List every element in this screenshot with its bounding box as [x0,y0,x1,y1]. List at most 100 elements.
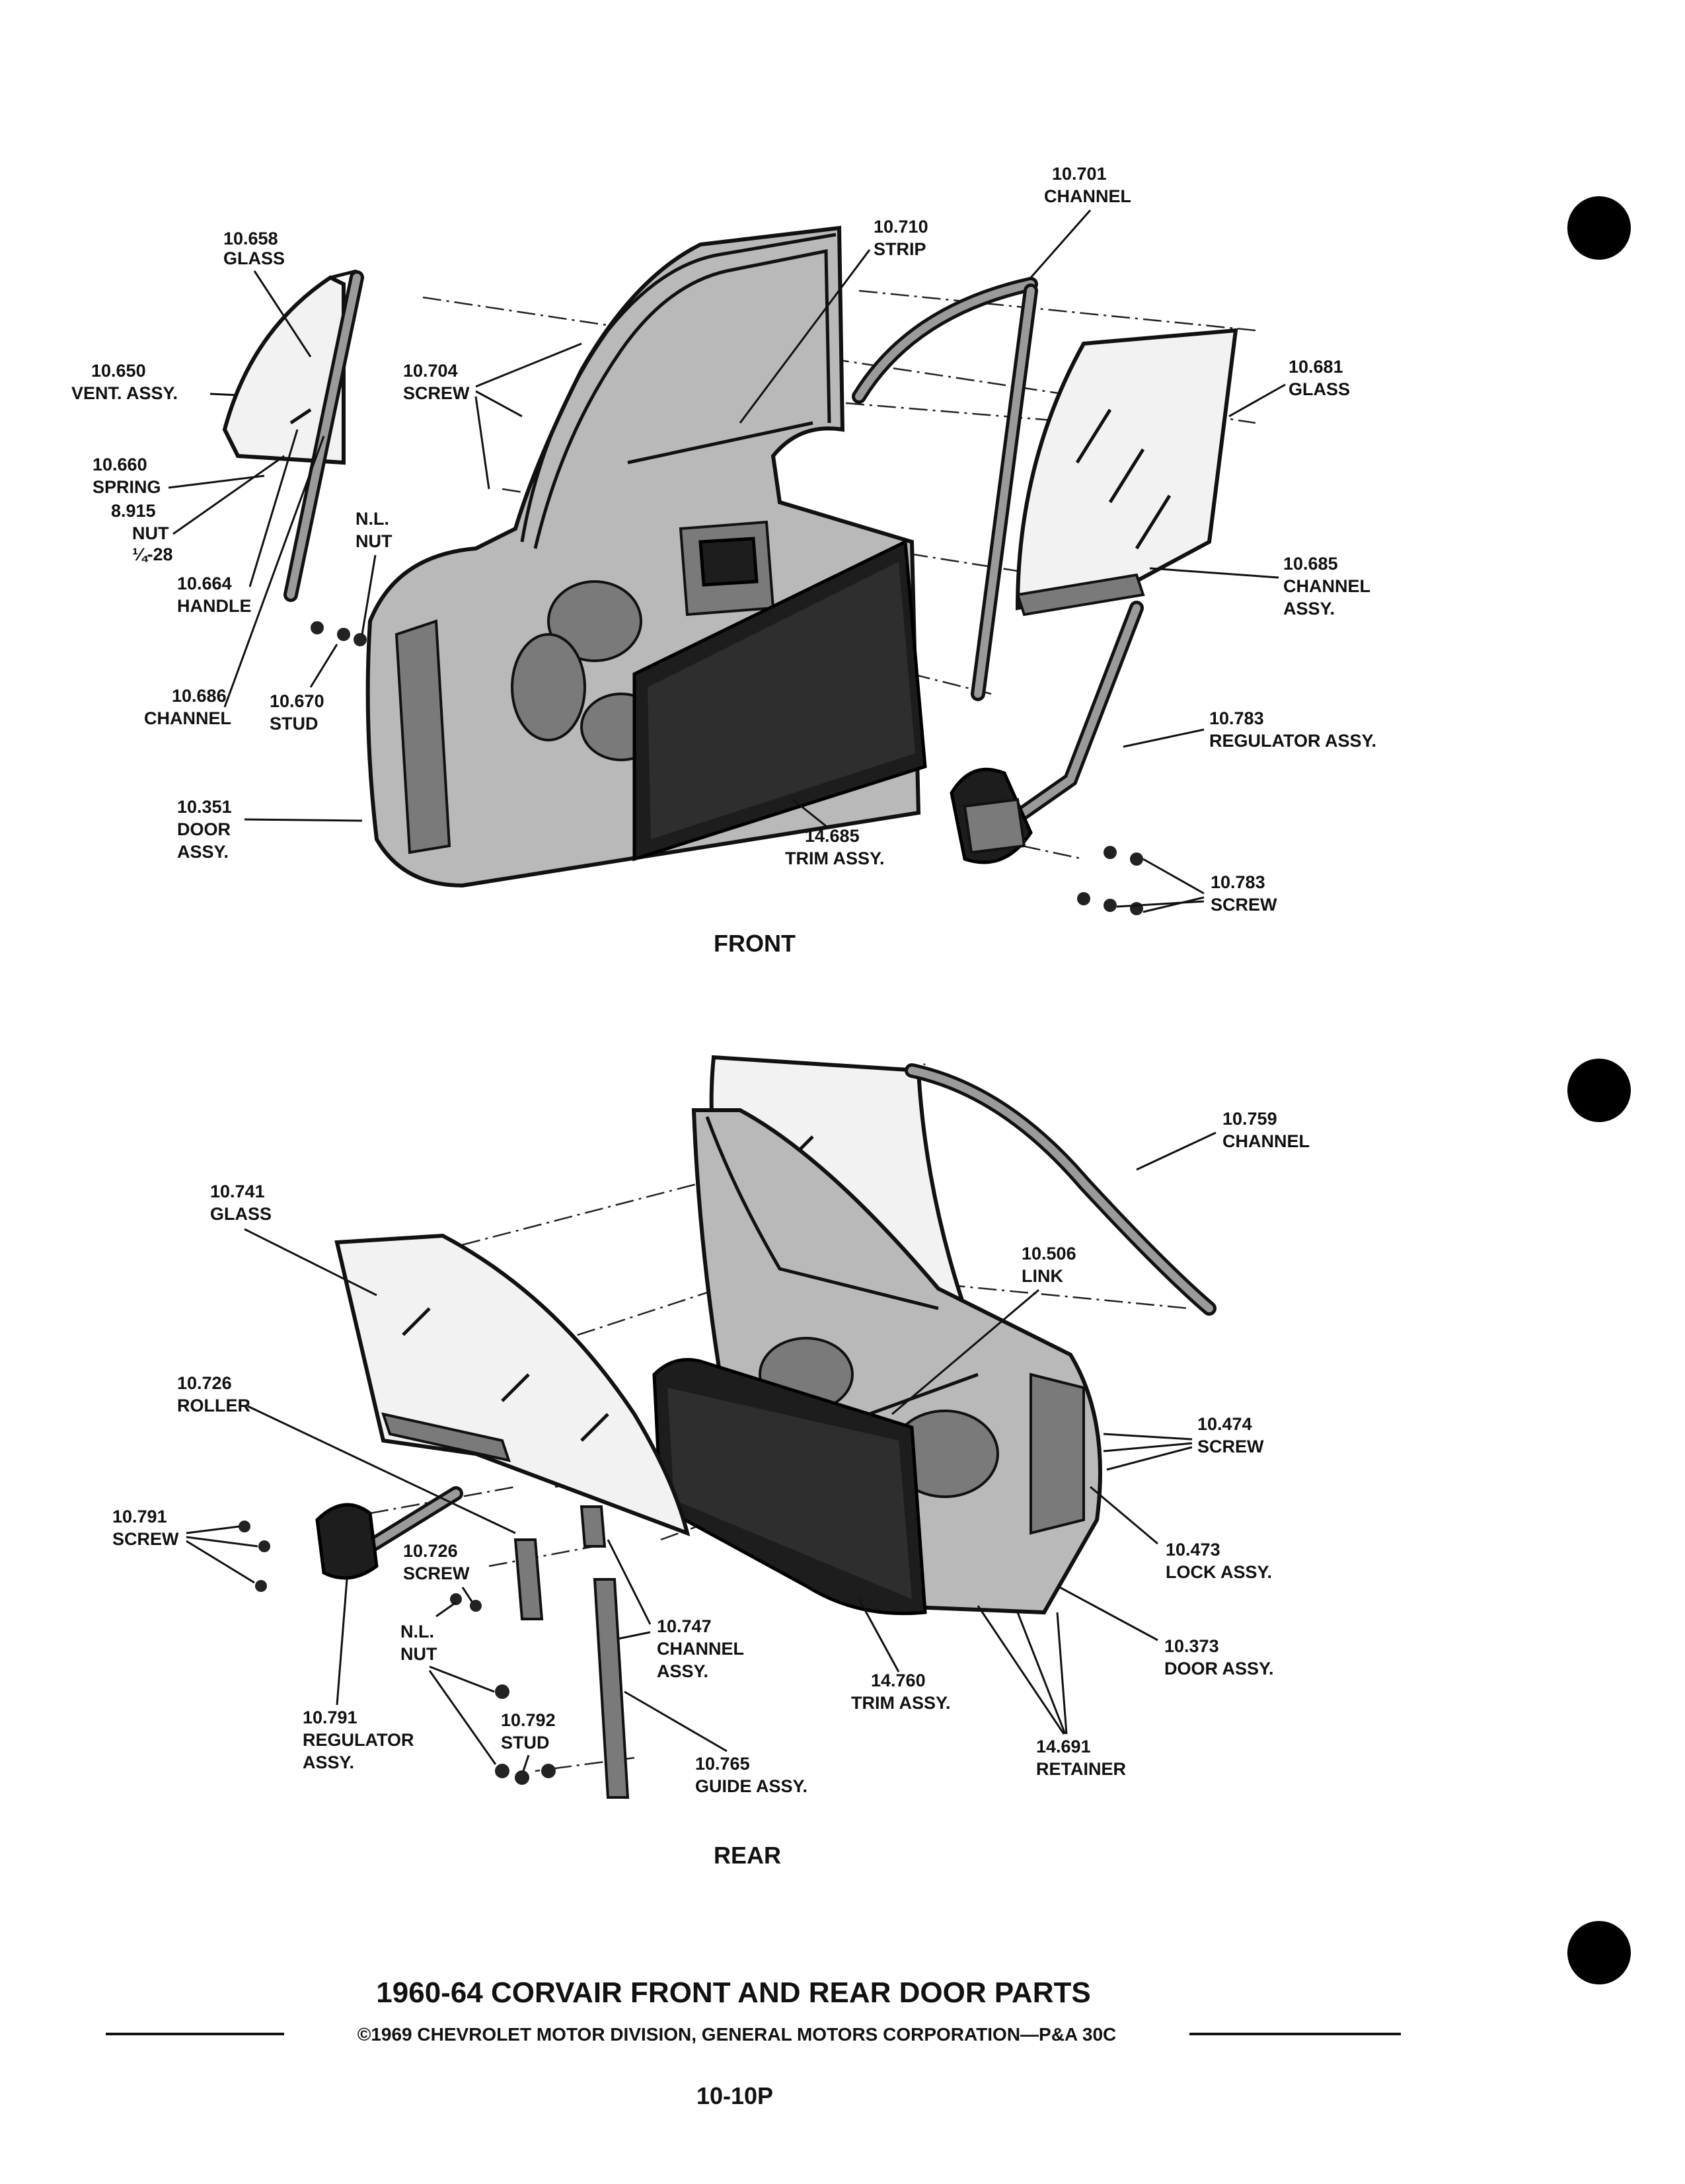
callout-number: 10.685 [1283,554,1338,574]
callout-10-506-link: 10.506 LINK [891,1244,1076,1415]
callout-10-681-glass: 10.681 GLASS [1228,357,1350,418]
callout-part-name: REGULATOR ASSY. [1209,731,1376,751]
callout-part-name: REGULATOR [303,1730,414,1750]
callout-number: 10.506 [1022,1244,1076,1263]
page-title: 1960-64 CORVAIR FRONT AND REAR DOOR PART… [376,1977,1090,2009]
binder-hole-top [1567,196,1631,260]
callout-10-686-channel: 10.686 CHANNEL [144,435,325,728]
callout-10-759-channel: 10.759 CHANNEL [1136,1109,1310,1171]
callout-10-726-roller: 10.726 ROLLER [177,1373,516,1534]
callout-number: 10.474 [1197,1414,1252,1434]
callout-part-extra: ASSY. [303,1752,354,1772]
callout-number: 10.681 [1289,357,1343,377]
copyright-line: ©1969 CHEVROLET MOTOR DIVISION, GENERAL … [357,2024,1117,2045]
callout-number: 10.741 [210,1182,265,1201]
callout-number: 10.792 [501,1710,556,1730]
callout-number: 10.747 [657,1616,712,1636]
callout-10-710-strip: 10.710 STRIP [739,217,928,424]
callout-part-name: DOOR ASSY. [1164,1659,1274,1678]
callout-nl-nut-rear: N.L. NUT [400,1601,497,1765]
callout-number: 10.660 [93,455,147,474]
callout-part-extra: ASSY. [1283,599,1335,619]
callout-part-name: GLASS [223,248,285,268]
callout-part-extra: ASSY. [177,842,229,862]
callout-number: N.L. [356,509,389,529]
callout-number: 14.760 [871,1671,926,1690]
callout-14-685-trim-assy: 14.685 TRIM ASSY. [785,798,885,868]
callout-part-name: SCREW [1211,895,1277,915]
callout-number: 10.670 [270,691,324,711]
callout-nl-nut-front: N.L. NUT [356,509,393,635]
callout-10-726-screw: 10.726 SCREW [403,1541,474,1603]
callout-part-name: SCREW [1197,1437,1264,1456]
callout-10-792-stud: 10.792 STUD [501,1710,556,1772]
rear-glass [334,1233,691,1536]
callout-10-741-glass: 10.741 GLASS [210,1182,377,1297]
front-door-illustration [222,225,1256,915]
callout-part-name: HANDLE [177,596,252,616]
callout-part-name: SCREW [403,383,470,403]
callout-10-650-vent-assy: 10.650 VENT. ASSY. [71,361,239,403]
callout-number: 10.783 [1211,872,1265,892]
callout-part-name: CHANNEL [144,708,231,728]
page-number: 10-10P [696,2082,773,2109]
callout-part-name: NUT [132,523,169,543]
callout-part-name: LINK [1022,1266,1063,1286]
rear-callouts: 10.741 GLASS 10.726 ROLLER 10.791 SCREW … [112,1109,1310,1869]
callout-10-660-spring: 10.660 SPRING [93,455,265,497]
callout-10-791-screw: 10.791 SCREW [112,1507,258,1584]
callout-part-name: GLASS [1289,379,1350,399]
callout-number: 10.759 [1222,1109,1277,1129]
callout-number: 10.701 [1052,164,1107,184]
rear-caption: REAR [714,1842,781,1869]
callout-number: 10.704 [403,361,458,381]
callout-14-691-retainer: 14.691 RETAINER [977,1605,1126,1779]
callout-number: 10.791 [303,1708,357,1727]
callout-10-373-door-assy: 10.373 DOOR ASSY. [1057,1585,1274,1678]
callout-part-name: CHANNEL [657,1639,744,1659]
callout-part-name: TRIM ASSY. [785,848,885,868]
front-callouts: 10.658 GLASS 10.650 VENT. ASSY. 10.660 S… [71,164,1376,957]
callout-number: N.L. [400,1622,434,1641]
callout-10-783-screw: 10.783 SCREW [1116,858,1277,915]
callout-10-704-screw: 10.704 SCREW [403,342,582,490]
callout-number: 10.373 [1164,1636,1219,1656]
callout-part-name: SPRING [93,477,161,497]
binder-hole-middle [1567,1059,1631,1122]
callout-part-name: TRIM ASSY. [851,1693,951,1713]
callout-part-name: GLASS [210,1204,272,1224]
callout-14-760-trim-assy: 14.760 TRIM ASSY. [851,1599,951,1713]
callout-number: 14.685 [805,826,860,846]
callout-10-658-glass: 10.658 GLASS [223,229,312,358]
callout-part-extra: ¼-28 [132,545,173,564]
callout-number: 10.791 [112,1507,167,1526]
callout-number: 10.650 [91,361,146,381]
callout-part-extra: ASSY. [657,1661,708,1681]
callout-part-name: NUT [400,1644,437,1664]
callout-10-685-channel-assy: 10.685 CHANNEL ASSY. [1149,554,1370,619]
callout-10-474-screw: 10.474 SCREW [1103,1414,1264,1471]
callout-10-351-door-assy: 10.351 DOOR ASSY. [177,797,363,862]
callout-part-name: CHANNEL [1283,576,1370,596]
front-caption: FRONT [714,930,796,957]
callout-number: 10.726 [403,1541,458,1561]
page-footer: 1960-64 CORVAIR FRONT AND REAR DOOR PART… [106,1977,1401,2109]
callout-10-747-channel-assy: 10.747 CHANNEL ASSY. [607,1539,744,1681]
callout-part-name: NUT [356,531,393,551]
callout-number: 10.686 [172,686,227,706]
callout-10-791-regulator-assy: 10.791 REGULATOR ASSY. [303,1579,414,1772]
callout-10-783-regulator-assy: 10.783 REGULATOR ASSY. [1123,708,1376,751]
callout-number: 10.664 [177,574,232,593]
callout-part-name: CHANNEL [1222,1131,1310,1151]
callout-part-name: GUIDE ASSY. [695,1776,807,1796]
callout-part-name: STUD [270,714,318,734]
callout-number: 14.691 [1036,1737,1091,1756]
callout-part-name: LOCK ASSY. [1166,1562,1272,1582]
callout-8-915-nut: 8.915 NUT ¼-28 [111,455,285,564]
callout-number: 10.473 [1166,1540,1220,1560]
callout-part-name: STRIP [874,239,926,259]
callout-part-name: RETAINER [1036,1759,1126,1779]
rear-door-illustration [239,1055,1217,1799]
